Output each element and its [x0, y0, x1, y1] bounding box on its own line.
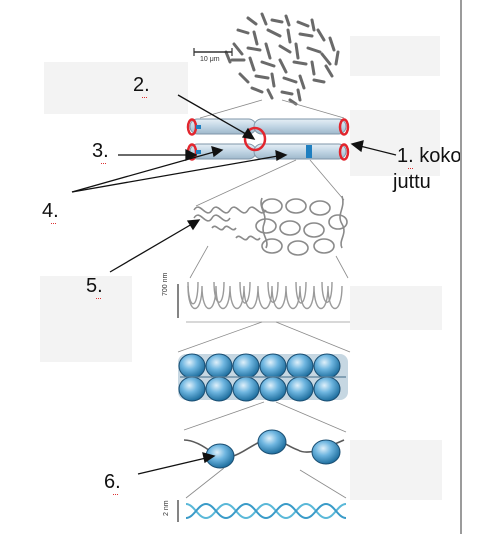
- label-4: 4.: [42, 200, 59, 222]
- zoom-lines-1: [199, 99, 345, 119]
- scale-bar-10um: [193, 48, 233, 56]
- label-5: 5.: [86, 275, 103, 297]
- beads-on-string: [183, 429, 345, 469]
- label-6: 6.: [104, 471, 121, 493]
- spellcheck-mark: [113, 492, 118, 495]
- label-2: 2.: [133, 74, 150, 96]
- spellcheck-mark: [142, 95, 147, 98]
- zoom-lines-5: [183, 401, 347, 433]
- label-1: 1. koko: [397, 145, 462, 167]
- zoom-lines-3: [189, 245, 349, 279]
- chromosome-spread: [224, 12, 340, 106]
- spellcheck-mark: [96, 296, 101, 299]
- dna-double-helix: [185, 502, 347, 520]
- spellcheck-mark: [51, 221, 56, 224]
- label-3: 3.: [92, 140, 109, 162]
- zoom-lines-6: [185, 467, 347, 499]
- label-1-continued: juttu: [393, 171, 431, 193]
- zoom-lines-4: [177, 321, 351, 353]
- spellcheck-mark: [408, 166, 413, 169]
- looped-domains: [186, 281, 350, 323]
- nucleosome-stack: [178, 353, 348, 402]
- scale-label-700nm: 700 nm: [162, 272, 169, 296]
- spellcheck-mark: [101, 161, 106, 164]
- page-edge-divider: [460, 0, 462, 534]
- annotation-arrows: [71, 94, 397, 475]
- scale-label-2nm: 2 nm: [163, 500, 170, 516]
- zoom-lines-2: [195, 159, 345, 207]
- coiled-chromatin-fiber: [193, 195, 348, 256]
- scale-label-10um: 10 μm: [200, 56, 220, 63]
- metaphase-chromosome: [186, 118, 350, 161]
- label-mask-boxes: [40, 36, 442, 500]
